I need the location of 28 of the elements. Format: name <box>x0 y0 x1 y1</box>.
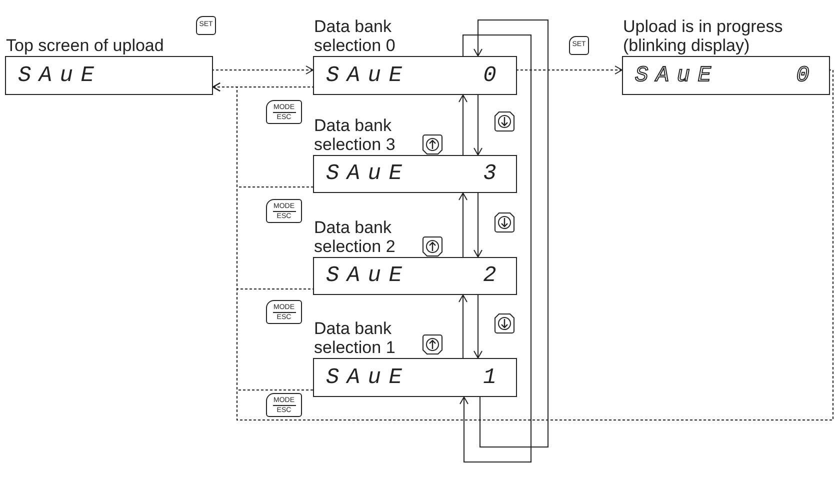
display-caption: Data bank selection 0 <box>314 17 396 55</box>
display-caption: Top screen of upload <box>6 36 165 55</box>
display-caption: Data bank selection 3 <box>314 116 396 154</box>
arrow <box>458 94 468 156</box>
segment-readout: SAuE <box>326 265 410 287</box>
segment-readout: SAuE <box>326 64 410 86</box>
arrow <box>458 294 468 358</box>
segment-readout: 2 <box>483 265 504 287</box>
dashed-arrow <box>516 66 622 74</box>
dashed-arrow <box>212 66 314 74</box>
segment-readout: SAuE <box>635 64 719 86</box>
arrow <box>460 34 532 462</box>
display-caption: Upload is in progress (blinking display) <box>623 17 784 55</box>
segment-readout: SAuE <box>18 64 102 86</box>
segment-readout: 0 <box>796 64 817 86</box>
segment-readout: 0 <box>483 64 504 86</box>
arrow <box>474 192 482 258</box>
arrow <box>474 294 482 358</box>
display-caption: Data bank selection 1 <box>314 319 396 357</box>
display-caption: Data bank selection 2 <box>314 218 396 256</box>
dashed-arrow <box>212 70 834 420</box>
segment-readout: 3 <box>483 163 504 185</box>
arrow <box>474 20 548 448</box>
segment-readout: SAuE <box>326 163 410 185</box>
segment-readout: SAuE <box>326 366 410 388</box>
arrow <box>474 94 482 156</box>
segment-readout: 1 <box>483 366 504 388</box>
arrow <box>458 192 468 258</box>
